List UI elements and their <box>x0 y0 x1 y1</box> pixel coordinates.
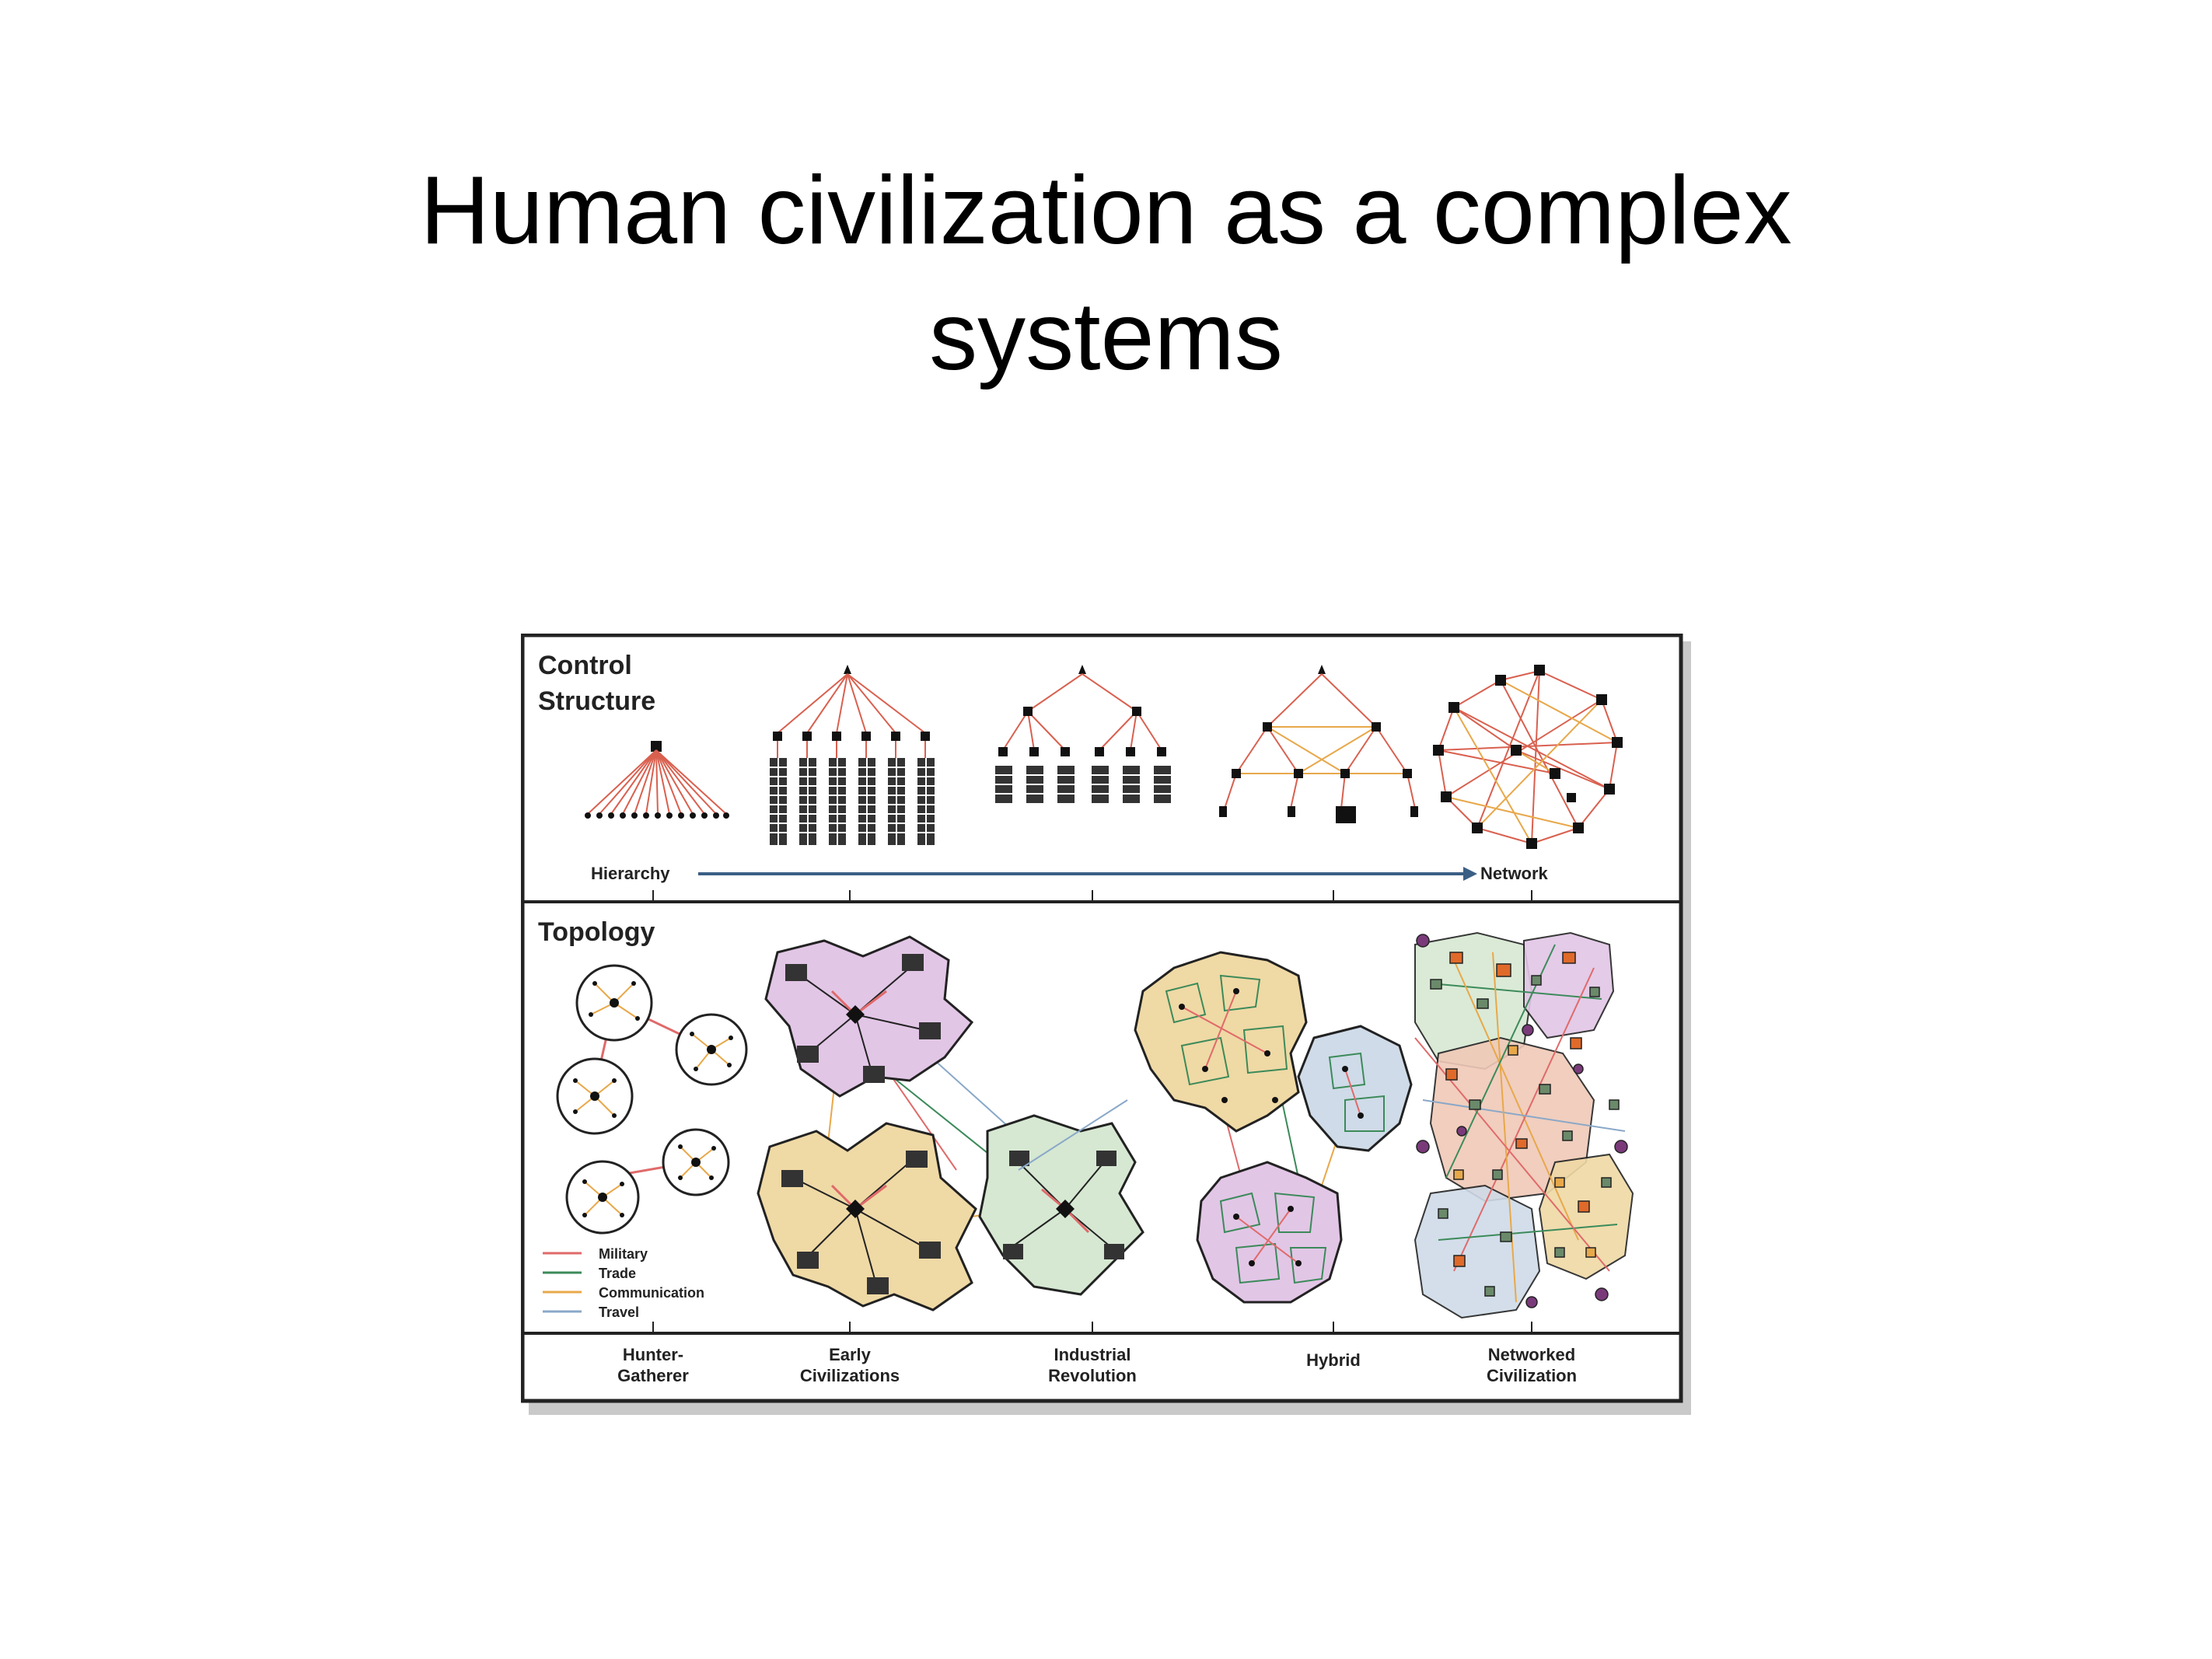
era-hunter-gatherer-line2: Gatherer <box>617 1366 689 1385</box>
era-early-civilizations-line1: Early <box>829 1345 872 1364</box>
industrial-revolution-blobs <box>1018 951 1413 1304</box>
era-networked-civilization-line2: Civilization <box>1487 1366 1577 1385</box>
network-structure <box>1433 665 1623 849</box>
control-structure-label-2: Structure <box>538 686 655 716</box>
civilization-diagram: Control Structure <box>521 634 1695 1419</box>
legend-label-trade: Trade <box>599 1266 636 1281</box>
networked-civilization-blobs <box>1414 931 1634 1319</box>
axis-start-label: Hierarchy <box>591 864 670 883</box>
legend-label-military: Military <box>599 1246 648 1262</box>
era-hybrid-line1: Hybrid <box>1306 1350 1361 1370</box>
hybrid-structure <box>1219 665 1418 823</box>
slide-title-line-2: systems <box>929 283 1283 390</box>
hierarchy-columns <box>770 665 935 845</box>
hunter-gatherer-bands <box>556 964 748 1235</box>
diagram-canvas: Control Structure <box>521 634 1691 1415</box>
hierarchy-tree <box>995 665 1171 803</box>
early-civilizations-blobs <box>757 935 1144 1311</box>
legend: Military Trade Communication Travel <box>543 1246 704 1320</box>
legend-label-travel: Travel <box>599 1304 639 1320</box>
legend-label-communication: Communication <box>599 1285 704 1301</box>
slide-title-line-1: Human civilization as a complex <box>420 157 1792 264</box>
era-early-civilizations-line2: Civilizations <box>800 1366 900 1385</box>
era-networked-civilization-line1: Networked <box>1488 1345 1575 1364</box>
era-hunter-gatherer-line1: Hunter- <box>623 1345 683 1364</box>
hierarchy-network-axis: Hierarchy Network <box>591 864 1549 902</box>
slide-title: Human civilization as a complex systems <box>0 148 2212 400</box>
era-axis: Hunter- Gatherer Early Civilizations Ind… <box>617 1322 1577 1385</box>
hierarchy-fan <box>585 741 729 819</box>
control-structure-label-1: Control <box>538 651 632 680</box>
era-industrial-revolution-line2: Revolution <box>1048 1366 1137 1385</box>
axis-end-label: Network <box>1480 864 1549 883</box>
topology-label: Topology <box>538 917 655 947</box>
era-industrial-revolution-line1: Industrial <box>1054 1345 1130 1364</box>
